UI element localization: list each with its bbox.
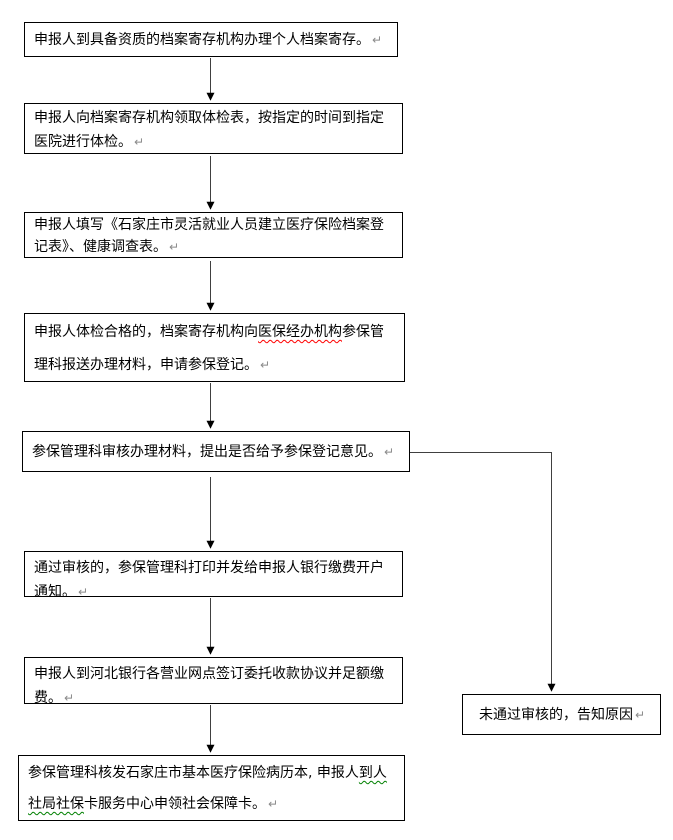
paragraph-return-mark: ↵ bbox=[169, 240, 180, 254]
flow-box-submit-materials: 申报人体检合格的，档案寄存机构向医保经办机构参保管理科报送办理材料，申请参保登记… bbox=[24, 313, 405, 382]
flow-box-text: 申报人体检合格的，档案寄存机构向 bbox=[34, 324, 258, 340]
flow-box-reject-notify: 未通过审核的，告知原因↵ bbox=[462, 694, 661, 735]
flow-box-text: 参保管理科核发石家庄市基本医疗保险病历本, 申报人 bbox=[28, 765, 359, 781]
flow-box-text: 申报人到河北银行各营业网点签订委托收款协议并足额缴费。 bbox=[34, 666, 384, 706]
paragraph-return-mark: ↵ bbox=[64, 691, 75, 705]
flow-box-review: 参保管理科审核办理材料，提出是否给予参保登记意见。↵ bbox=[22, 431, 410, 472]
paragraph-return-mark: ↵ bbox=[260, 358, 271, 372]
flow-box-issue-cards: 参保管理科核发石家庄市基本医疗保险病历本, 申报人到人社局社保卡服务中心申领社会… bbox=[18, 755, 405, 821]
flow-box-archive-deposit: 申报人到具备资质的档案寄存机构办理个人档案寄存。↵ bbox=[24, 22, 398, 57]
paragraph-return-mark: ↵ bbox=[268, 797, 279, 811]
flow-box-text: 卡服务中心申领社会保障卡。 bbox=[84, 796, 266, 812]
paragraph-return-mark: ↵ bbox=[384, 444, 395, 459]
flow-box-medical-exam: 申报人向档案寄存机构领取体检表，按指定的时间到指定医院进行体检。↵ bbox=[24, 103, 403, 154]
flow-box-text: 申报人向档案寄存机构领取体检表，按指定的时间到指定医院进行体检。 bbox=[34, 110, 384, 150]
paragraph-return-mark: ↵ bbox=[78, 585, 89, 599]
flow-box-text: 通过审核的，参保管理科打印并发给申报人银行缴费开户通知。 bbox=[34, 560, 384, 600]
paragraph-return-mark: ↵ bbox=[372, 32, 383, 47]
flow-box-text: 申报人到具备资质的档案寄存机构办理个人档案寄存。 bbox=[34, 31, 370, 48]
spellcheck-flagged-text: 到人社局社保 bbox=[28, 765, 387, 812]
paragraph-return-mark: ↵ bbox=[634, 707, 646, 722]
flow-box-bank-agreement: 申报人到河北银行各营业网点签订委托收款协议并足额缴费。↵ bbox=[24, 657, 403, 706]
flow-box-text: 未通过审核的，告知原因 bbox=[478, 706, 633, 723]
flow-box-text: 参保管理科审核办理材料，提出是否给予参保登记意见。 bbox=[32, 443, 382, 460]
spellcheck-flagged-text: 医保经办机构 bbox=[258, 324, 342, 340]
paragraph-return-mark: ↵ bbox=[134, 135, 145, 149]
arrow-review-to-reject bbox=[410, 452, 556, 692]
flow-box-print-notice: 通过审核的，参保管理科打印并发给申报人银行缴费开户通知。↵ bbox=[24, 551, 403, 600]
flow-box-fill-forms: 申报人填写《石家庄市灵活就业人员建立医疗保险档案登记表》、健康调查表。↵ bbox=[24, 212, 403, 258]
flow-box-text: 申报人填写《石家庄市灵活就业人员建立医疗保险档案登记表》、健康调查表。 bbox=[34, 217, 384, 255]
flow-box-text: 参保管理科报送办理材料，申请参保登记。 bbox=[34, 324, 384, 373]
